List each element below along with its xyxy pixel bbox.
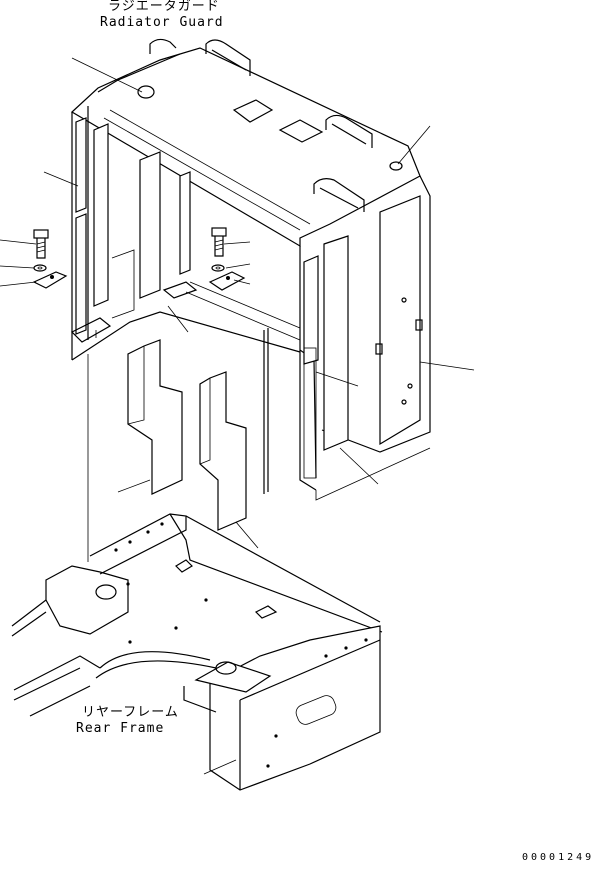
seal-panel-right [199,371,247,531]
washer-icon [211,264,225,272]
seal-panels [127,328,269,531]
rear-plate [209,625,381,791]
radiator-guard [70,38,431,491]
left-fasteners [32,229,68,289]
clip-icon [32,271,68,289]
guard-handles [149,38,373,212]
clip-icon [208,271,246,291]
front-right-seal [323,235,349,451]
seal-panel-left [127,339,183,495]
left-mount [45,565,129,635]
drawing-code: 00001249 [522,852,595,863]
rear-frame-label-en: Rear Frame [76,721,165,736]
radiator-guard-label-en: Radiator Guard [100,15,224,30]
radiator-guard-label-jp: ラジエータガード [108,0,220,14]
top-cap [137,85,155,99]
rear-frame [11,513,383,791]
right-fasteners [208,227,246,291]
left-bracket-upper [75,117,87,213]
right-side-seal [379,195,421,446]
leader-lines [0,57,475,775]
washer-icon [33,264,47,272]
rear-frame-label-jp: リヤーフレーム [82,705,179,720]
left-bracket-lower [75,213,87,335]
bolt-icon [211,227,227,257]
bolt-icon [33,229,49,259]
top-cap-2 [389,161,403,171]
